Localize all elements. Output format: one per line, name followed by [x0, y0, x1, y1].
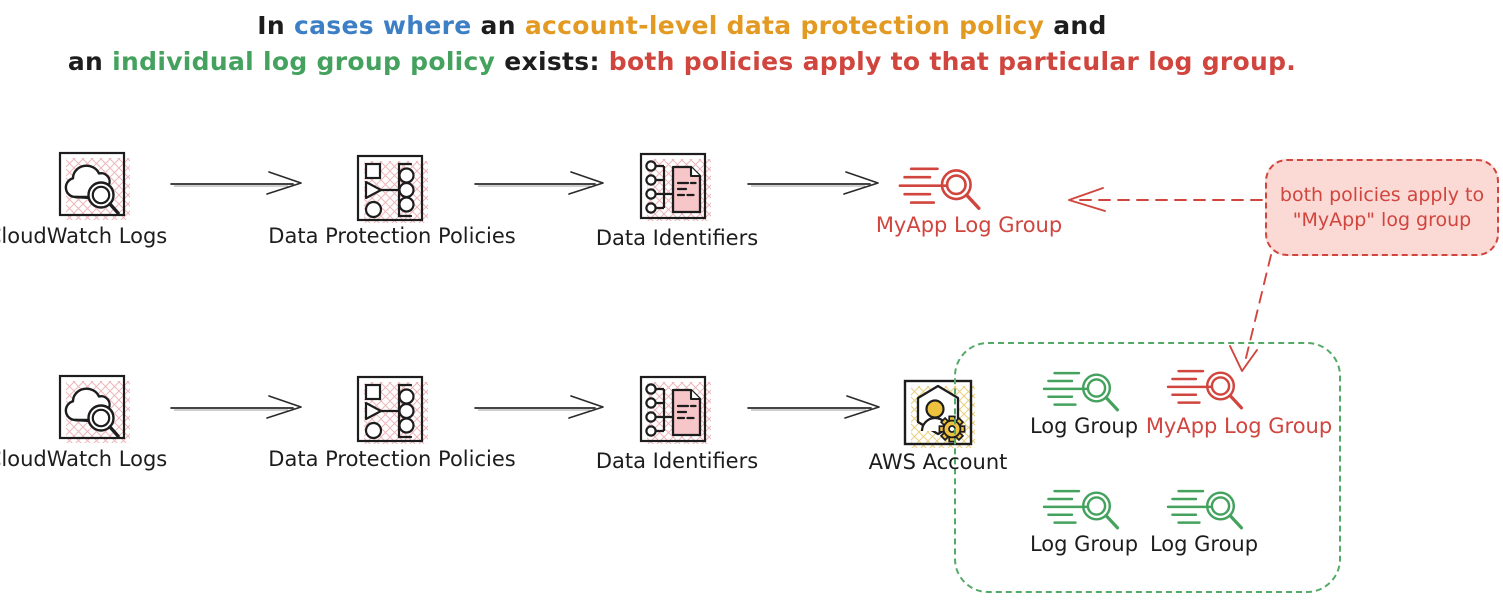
node-label: Data Identifiers — [595, 449, 759, 473]
callout-both-policies: both policies apply to "MyApp" log group — [1265, 159, 1499, 256]
data-identifiers-icon — [639, 375, 711, 444]
data-identifiers-icon — [639, 152, 711, 221]
arrow-callout-to-top-myapp — [1068, 187, 1263, 212]
title-line-2: an individual log group policy exists: b… — [0, 44, 1364, 80]
node-label: Data Identifiers — [595, 226, 759, 250]
title-segment: In — [257, 11, 294, 40]
node-log-group-1 — [1042, 367, 1130, 420]
cloudwatch-logs-icon — [58, 374, 130, 443]
node-label: Data Protection Policies — [268, 224, 516, 248]
node-label: CloudWatch Logs — [0, 224, 168, 248]
node-data-identifiers-bottom — [637, 374, 715, 454]
title-line-1: In cases where an account-level data pro… — [0, 8, 1364, 44]
node-myapp-log-group-top — [898, 162, 992, 219]
node-myapp-log-group-in-box — [1166, 365, 1254, 418]
node-log-group-2 — [1042, 485, 1130, 538]
diagram-title: In cases where an account-level data pro… — [0, 8, 1364, 80]
arrow-top-2 — [474, 171, 604, 195]
node-label: Log Group — [1029, 532, 1139, 556]
arrow-top-3 — [747, 171, 879, 195]
arrow-bottom-1 — [170, 395, 302, 419]
log-group-icon — [1042, 489, 1120, 530]
node-log-group-3 — [1166, 485, 1254, 538]
title-segment: both policies apply to that particular l… — [608, 47, 1297, 76]
callout-line-2: "MyApp" log group — [1292, 208, 1472, 231]
node-data-protection-policies-top — [354, 153, 432, 233]
log-group-icon — [1166, 369, 1244, 410]
node-label: AWS Account — [868, 450, 1008, 474]
node-label: MyApp Log Group — [875, 213, 1063, 237]
title-segment: an — [471, 11, 525, 40]
arrow-bottom-3 — [747, 395, 880, 419]
title-segment: account-level data protection policy — [524, 11, 1045, 40]
data-protection-policies-icon — [356, 154, 428, 223]
data-protection-policies-icon — [356, 375, 428, 444]
log-group-icon — [1166, 489, 1244, 530]
cloudwatch-logs-icon — [58, 151, 130, 220]
node-cloudwatch-logs-bottom — [56, 373, 134, 453]
arrow-top-1 — [170, 171, 302, 195]
title-segment: an — [67, 47, 113, 76]
arrow-bottom-2 — [474, 395, 604, 419]
node-data-protection-policies-bottom — [354, 374, 432, 454]
node-aws-account — [901, 378, 979, 458]
title-segment: and — [1044, 11, 1107, 40]
node-cloudwatch-logs-top — [56, 150, 134, 230]
node-label: Log Group — [1029, 414, 1139, 438]
title-segment: cases where — [294, 11, 472, 40]
node-label: MyApp Log Group — [1145, 414, 1333, 438]
node-data-identifiers-top — [637, 151, 715, 231]
aws-account-log-groups-box — [954, 342, 1341, 593]
callout-line-1: both policies apply to — [1279, 183, 1485, 206]
log-group-icon — [1042, 371, 1120, 412]
node-label: Data Protection Policies — [268, 447, 516, 471]
node-label: CloudWatch Logs — [0, 447, 168, 471]
log-group-icon — [898, 167, 981, 210]
aws-account-icon — [903, 379, 975, 448]
title-segment: individual log group policy — [112, 47, 496, 76]
arrow-callout-to-box-myapp — [1229, 254, 1272, 372]
title-segment: exists: — [495, 47, 609, 76]
node-label: Log Group — [1149, 532, 1259, 556]
